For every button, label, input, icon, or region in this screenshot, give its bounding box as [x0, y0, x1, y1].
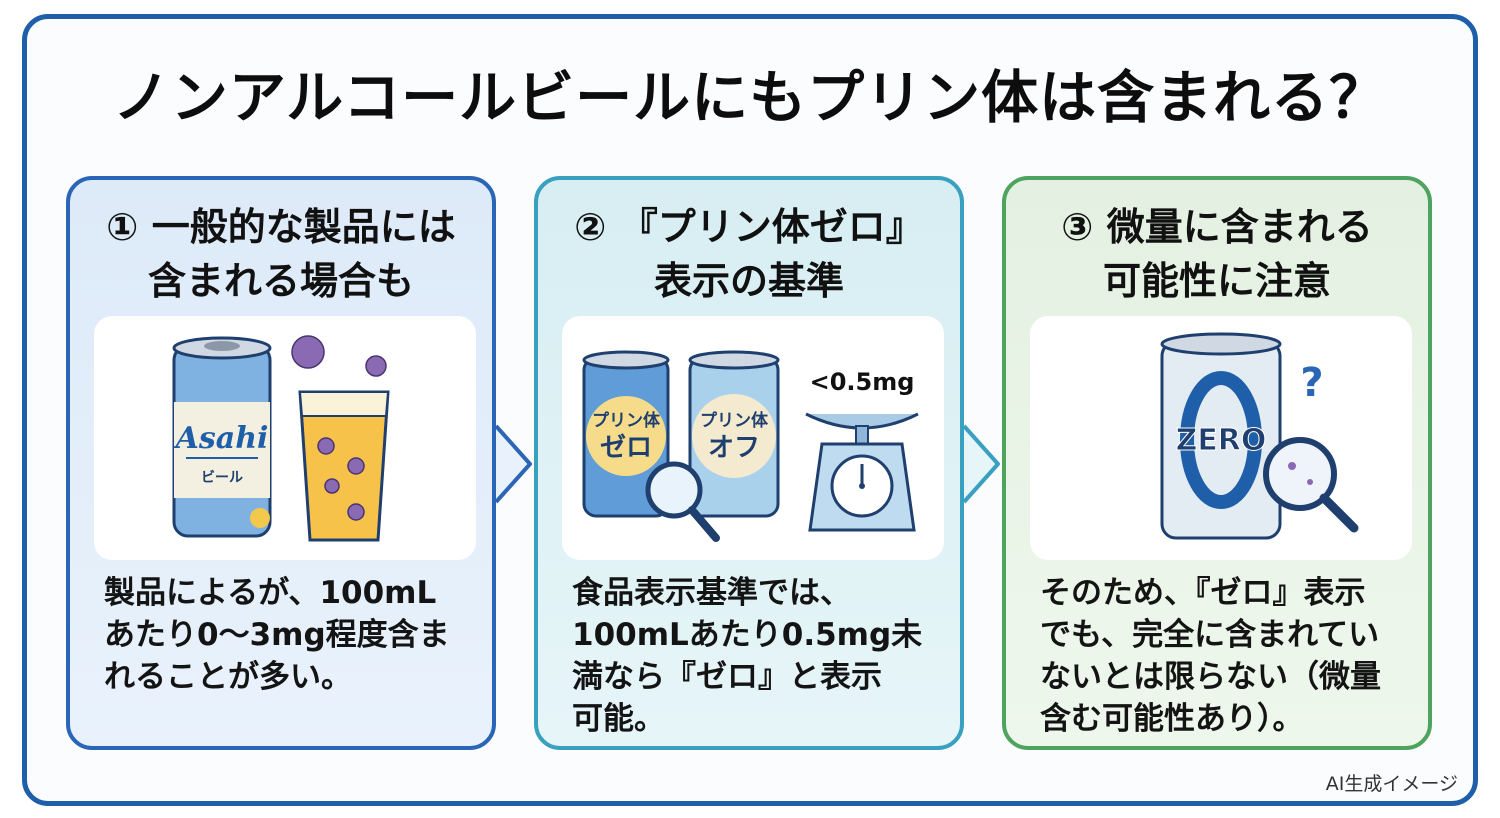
next-arrow-icon [962, 424, 1000, 504]
panel-title-line2: 含まれる場合も [147, 259, 414, 303]
can-label-line1: プリン体 [700, 410, 769, 431]
can-label-line2: ゼロ [600, 433, 652, 463]
body-line: そのため、『ゼロ』表示 [1040, 575, 1366, 611]
magnifier-icon [1263, 437, 1359, 533]
panel-general-products: ① 一般的な製品には 含まれる場合も Asahi ビール [66, 176, 496, 750]
body-line: 製品によるが、100mL [104, 575, 437, 611]
panel-title-line1: ③ 微量に含まれる [1061, 205, 1373, 249]
next-arrow-icon [494, 424, 532, 504]
panel-body: そのため、『ゼロ』表示 でも、完全に含まれてい ないとは限らない（微量 含む可能… [1040, 572, 1410, 740]
illustration-cans-and-scale: プリン体 ゼロ プリン体 オフ <0.5mg [562, 316, 944, 560]
body-line: 100mLあたり0.5mg未 [572, 617, 923, 653]
scale-reading-label: <0.5mg [810, 368, 915, 396]
can-label-text: ビール [201, 470, 243, 486]
illustration-can-and-glass: Asahi ビール [94, 316, 476, 560]
panel-title-line2: 可能性に注意 [1102, 259, 1331, 303]
beer-glass-icon [298, 390, 390, 542]
panel-title-line1: ② 『プリン体ゼロ』 [574, 205, 924, 249]
panel-trace-amount-caution: ③ 微量に含まれる 可能性に注意 ZERO ? そのため、『ゼロ』表示 でも、完… [1002, 176, 1432, 750]
body-line: れることが多い。 [104, 659, 352, 695]
question-mark-icon: ? [1300, 360, 1323, 406]
body-line: ないとは限らない（微量 [1040, 659, 1381, 695]
panel-title: ① 一般的な製品には 含まれる場合も [70, 200, 492, 308]
panel-title: ③ 微量に含まれる 可能性に注意 [1006, 200, 1428, 308]
body-line: 満なら『ゼロ』と表示 [572, 659, 882, 695]
body-line: あたり0〜3mg程度含ま [104, 617, 450, 653]
ai-generated-note: AI生成イメージ [1325, 773, 1458, 795]
kitchen-scale-icon [805, 412, 919, 532]
can-label-line2: オフ [708, 433, 760, 463]
can-label-line1: プリン体 [592, 410, 661, 431]
panel-body: 食品表示基準では、 100mLあたり0.5mg未 満なら『ゼロ』と表示 可能。 [572, 572, 942, 740]
can-brand-text: Asahi [173, 421, 269, 456]
panel-title-line1: ① 一般的な製品には [106, 205, 456, 249]
magnifier-icon [645, 461, 720, 542]
illustration-zero-can: ZERO ? [1030, 316, 1412, 560]
panel-title-line2: 表示の基準 [653, 259, 844, 303]
page-title: ノンアルコールビールにもプリン体は含まれる？ [112, 65, 1388, 131]
panel-zero-labeling-standard: ② 『プリン体ゼロ』 表示の基準 プリン体 ゼロ プリン体 オフ [534, 176, 964, 750]
beer-can-icon: Asahi ビール [172, 336, 272, 538]
body-line: 含む可能性あり）。 [1040, 701, 1304, 737]
body-line: 食品表示基準では、 [572, 575, 851, 611]
panel-body: 製品によるが、100mL あたり0〜3mg程度含ま れることが多い。 [104, 572, 474, 698]
body-line: 可能。 [572, 701, 665, 737]
purine-molecule-icons [291, 335, 387, 521]
purine-zero-can-icon: プリン体 ゼロ [582, 350, 670, 518]
purine-off-can-icon: プリン体 オフ [688, 350, 780, 518]
body-line: でも、完全に含まれてい [1040, 617, 1380, 653]
zero-can-icon: ZERO [1160, 332, 1282, 540]
can-label-text: ZERO [1176, 423, 1267, 458]
panel-title: ② 『プリン体ゼロ』 表示の基準 [538, 200, 960, 308]
